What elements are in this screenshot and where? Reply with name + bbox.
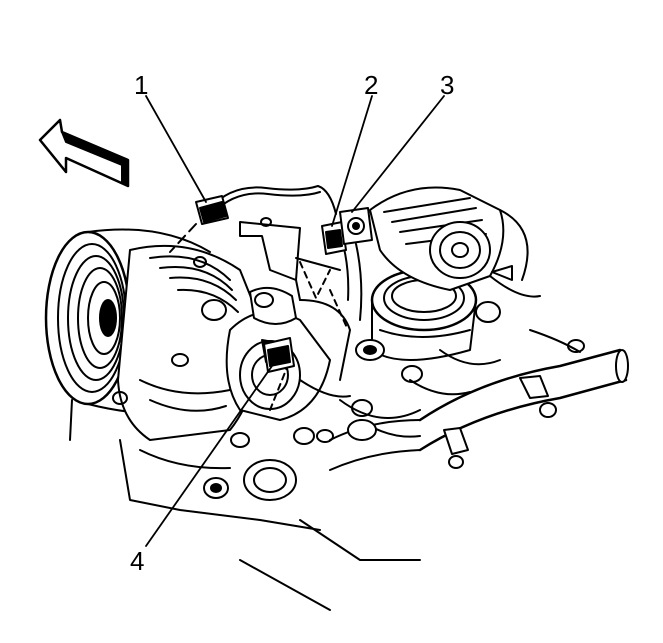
leader-lines: [145, 95, 445, 547]
direction-arrow-icon: [38, 118, 130, 188]
sensor-3: [339, 207, 373, 245]
callout-3: 3: [440, 70, 455, 100]
engine-block-lower-left: [119, 439, 421, 611]
callout-4: 4: [130, 546, 145, 576]
compressor-body: [112, 244, 262, 448]
connector-1: [169, 195, 229, 253]
coolant-hoses: [329, 329, 629, 471]
callout-1: 1: [134, 70, 149, 100]
connector-4: [263, 337, 295, 373]
alternator: [369, 186, 541, 298]
wiring-harness: [209, 185, 363, 321]
callout-2: 2: [364, 70, 379, 100]
connector-2: [321, 221, 347, 255]
mounting-bracket: [239, 217, 341, 301]
intake-manifold: [299, 349, 501, 441]
